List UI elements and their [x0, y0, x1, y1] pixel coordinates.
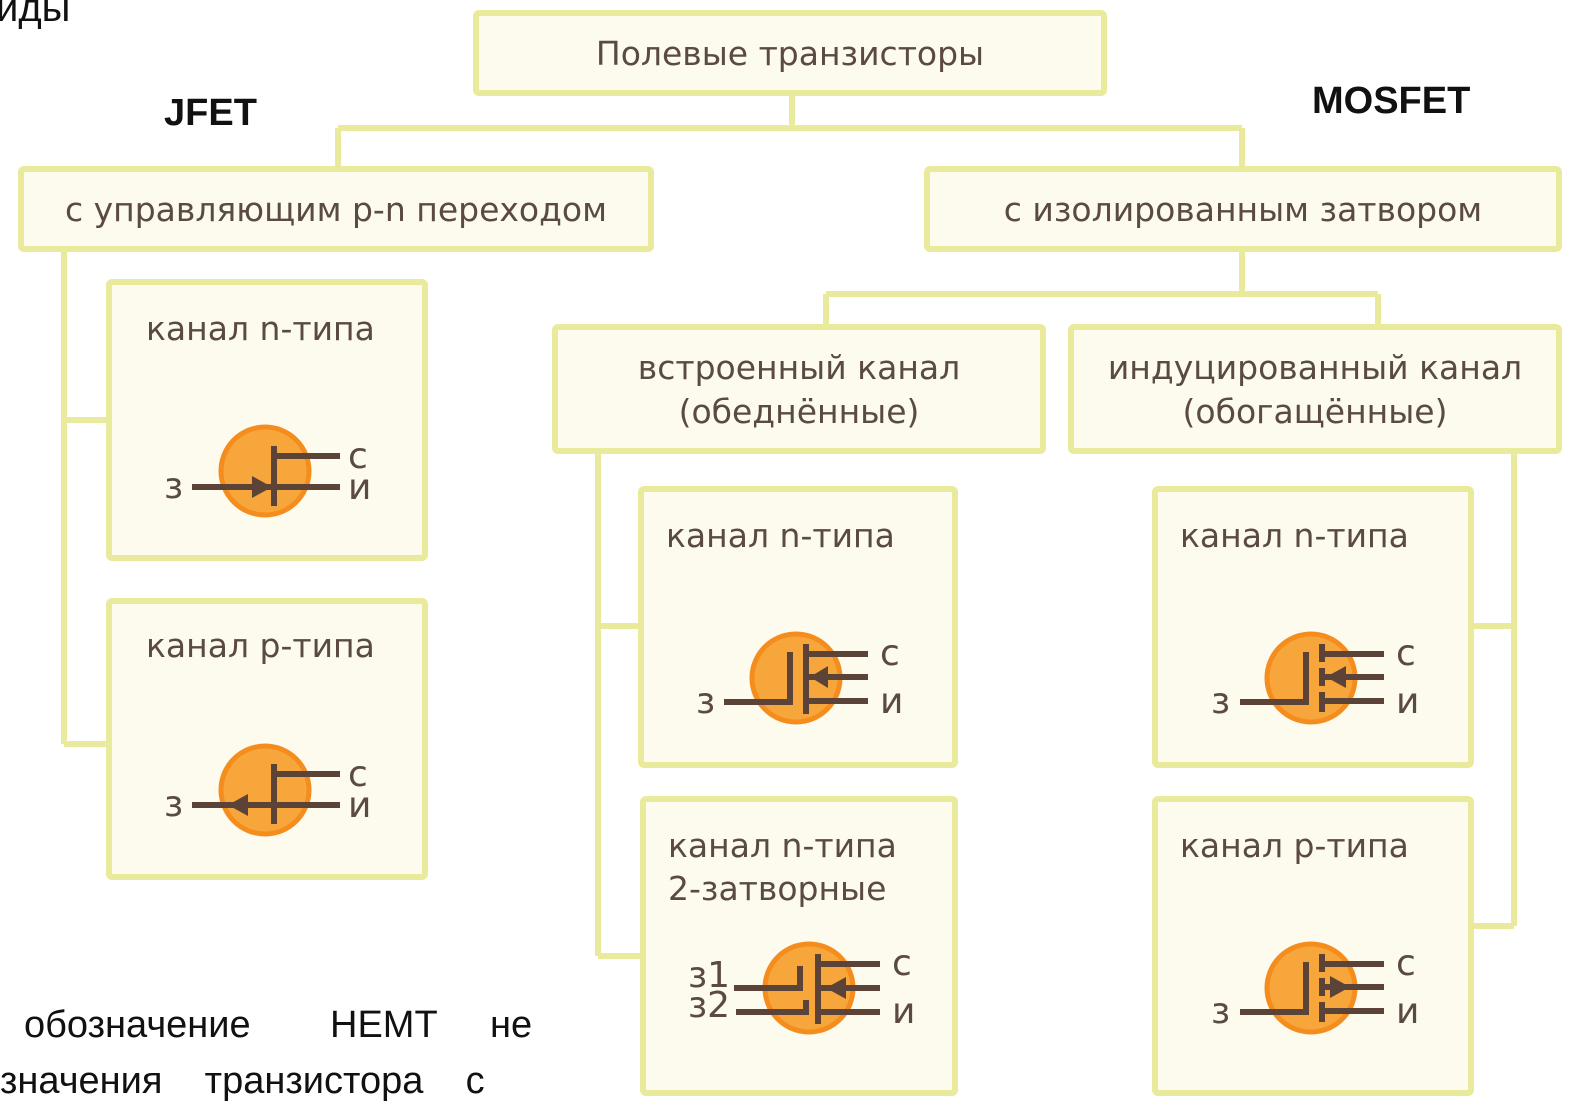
enhancement-n-source-label: и — [1396, 681, 1420, 722]
enhancement-p-channel-label: канал p-типа — [1180, 826, 1409, 865]
depletion-label-line2: (обеднённые) — [678, 392, 920, 431]
footer-word-1: обозначение — [24, 1004, 251, 1046]
jfet-n-drain-label: с — [348, 436, 368, 477]
depletion-node: встроенный канал (обеднённые) — [552, 324, 1046, 454]
enhancement-node: индуцированный канал (обогащённые) — [1068, 324, 1562, 454]
dual-gate-drain-label: с — [892, 943, 912, 984]
jfet-p-drain-label: с — [348, 754, 368, 795]
footer-word-2: HEMT — [330, 1004, 438, 1046]
jfet-label: с управляющим p-n переходом — [64, 190, 607, 229]
dual-gate-source-label: и — [892, 991, 916, 1032]
enhancement-n-drain-label: с — [1396, 633, 1416, 674]
jfet-p-source-label: и — [348, 785, 372, 826]
jfet-n-source-label: и — [348, 467, 372, 508]
enhancement-label-line2: (обогащённые) — [1182, 392, 1448, 431]
enhancement-n-gate-label: з — [1211, 681, 1231, 722]
enhancement-p-source-label: и — [1396, 991, 1420, 1032]
root-node: Полевые транзисторы — [473, 10, 1107, 96]
depletion-label-line1: встроенный канал — [637, 348, 961, 387]
depletion-n-gate-label: з — [696, 681, 716, 722]
jfet-p-channel-label: канал p-типа — [146, 626, 375, 665]
mosfet-title: MOSFET — [1312, 80, 1471, 122]
dual-gate-label-line1: канал n-типа — [668, 826, 897, 865]
jfet-p-gate-label: з — [164, 784, 184, 825]
enhancement-n-channel-label: канал n-типа — [1180, 516, 1409, 555]
mosfet-label: с изолированным затвором — [1003, 190, 1483, 229]
jfet-n-gate-label: з — [164, 466, 184, 507]
dual-gate-label-line2: 2-затворные — [668, 869, 887, 908]
jfet-n-channel-label: канал n-типа — [146, 309, 375, 348]
jfet-title: JFET — [164, 92, 257, 134]
depletion-n-drain-label: с — [880, 633, 900, 674]
footer-line-2: значения транзистора с — [0, 1060, 485, 1102]
enhancement-label-line1: индуцированный канал — [1107, 348, 1523, 387]
depletion-n-source-label: и — [880, 681, 904, 722]
page-header-partial: иды — [0, 0, 71, 30]
enhancement-p-drain-label: с — [1396, 943, 1416, 984]
footer-word-3: не — [490, 1004, 533, 1046]
enhancement-p-gate-label: з — [1211, 991, 1231, 1032]
mosfet-node: с изолированным затвором — [924, 166, 1562, 252]
dual-gate-gate2-label: з2 — [688, 985, 731, 1026]
jfet-node: с управляющим p-n переходом — [18, 166, 654, 252]
dual-gate-gate1-label: з1 — [688, 955, 731, 996]
depletion-n-channel-label: канал n-типа — [666, 516, 895, 555]
root-label: Полевые транзисторы — [595, 34, 985, 73]
